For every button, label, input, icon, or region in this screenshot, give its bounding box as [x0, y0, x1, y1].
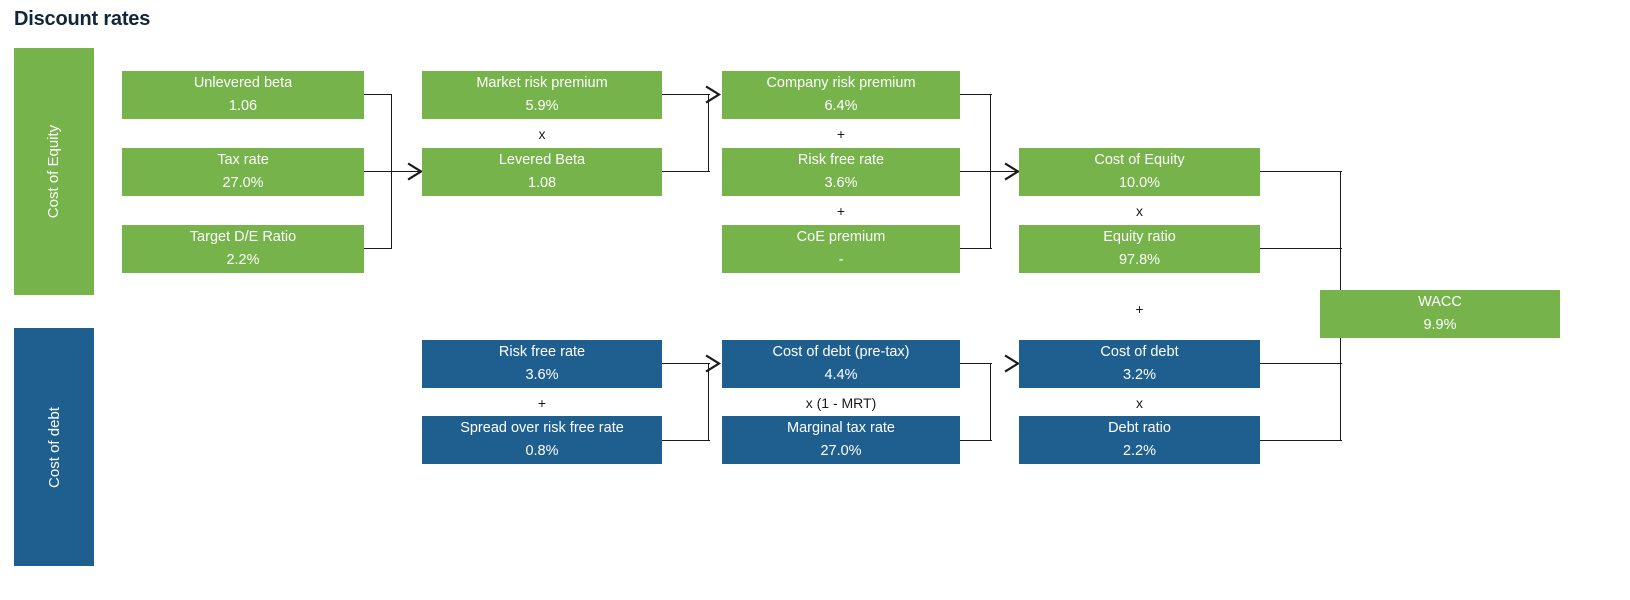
box-value: 9.9% — [1423, 317, 1457, 333]
box-value: 27.0% — [820, 443, 862, 459]
box-cost-of-debt[interactable]: Cost of debt 3.2% — [1019, 340, 1260, 388]
connector-line — [662, 171, 710, 173]
box-label: Market risk premium — [476, 74, 608, 91]
operator-equity-col4: x — [1136, 203, 1143, 219]
box-value: 0.8% — [525, 443, 559, 459]
connector-line — [990, 171, 1020, 173]
box-label: Unlevered beta — [193, 74, 293, 91]
operator-equity-col3-2: + — [836, 203, 846, 219]
connector-line — [364, 171, 392, 173]
box-risk-free-rate-debt[interactable]: Risk free rate 3.6% — [422, 340, 662, 388]
operator-debt-col3: x (1 - MRT) — [805, 395, 877, 411]
box-label: CoE premium — [796, 228, 886, 245]
box-unlevered-beta[interactable]: Unlevered beta 1.06 — [122, 71, 364, 119]
connector-line — [960, 94, 992, 96]
connector-line — [662, 94, 710, 96]
connector-line — [662, 440, 710, 442]
connector-line — [990, 363, 992, 441]
section-label-cost-of-equity: Cost of Equity — [45, 124, 63, 219]
box-label: Company risk premium — [766, 74, 916, 91]
box-value: 1.08 — [527, 175, 557, 191]
box-value: 3.6% — [824, 175, 858, 191]
arrow-to-company-risk-premium — [705, 85, 722, 104]
connector-line — [960, 440, 992, 442]
box-debt-ratio[interactable]: Debt ratio 2.2% — [1019, 416, 1260, 464]
box-value: - — [838, 252, 844, 268]
box-target-de-ratio[interactable]: Target D/E Ratio 2.2% — [122, 225, 364, 273]
box-levered-beta[interactable]: Levered Beta 1.08 — [422, 148, 662, 196]
box-label: Tax rate — [217, 151, 269, 168]
box-value: 6.4% — [824, 98, 858, 114]
section-bar-cost-of-debt: Cost of debt — [14, 328, 94, 566]
box-spread-over-risk-free-rate[interactable]: Spread over risk free rate 0.8% — [422, 416, 662, 464]
operator-combine-wacc: + — [1135, 301, 1144, 317]
box-value: 27.0% — [222, 175, 264, 191]
box-wacc[interactable]: WACC 9.9% — [1320, 290, 1560, 338]
connector-line — [1260, 363, 1342, 365]
box-value: 2.2% — [226, 252, 260, 268]
box-cost-of-equity[interactable]: Cost of Equity 10.0% — [1019, 148, 1260, 196]
box-label: Target D/E Ratio — [189, 228, 297, 245]
box-value: 3.6% — [525, 367, 559, 383]
connector-line — [364, 248, 392, 250]
section-bar-cost-of-equity: Cost of Equity — [14, 48, 94, 295]
connector-line — [960, 248, 992, 250]
box-label: WACC — [1418, 293, 1462, 310]
box-value: 4.4% — [824, 367, 858, 383]
box-label: Cost of Equity — [1094, 151, 1185, 168]
box-equity-ratio[interactable]: Equity ratio 97.8% — [1019, 225, 1260, 273]
operator-equity-col3-1: + — [836, 126, 846, 142]
box-company-risk-premium[interactable]: Company risk premium 6.4% — [722, 71, 960, 119]
operator-debt-col4: x — [1136, 395, 1143, 411]
connector-line — [1260, 171, 1342, 173]
box-marginal-tax-rate[interactable]: Marginal tax rate 27.0% — [722, 416, 960, 464]
box-label: Cost of debt — [1100, 343, 1179, 360]
box-cost-of-debt-pretax[interactable]: Cost of debt (pre-tax) 4.4% — [722, 340, 960, 388]
arrow-to-cost-of-debt — [1004, 354, 1021, 373]
connector-line — [708, 94, 710, 172]
operator-equity-col2: x — [538, 126, 546, 142]
operator-debt-col2: + — [537, 395, 547, 411]
box-label: Risk free rate — [797, 151, 885, 168]
box-label: Spread over risk free rate — [460, 419, 624, 436]
box-value: 2.2% — [1122, 443, 1157, 459]
section-label-cost-of-debt: Cost of debt — [45, 406, 63, 488]
box-label: Cost of debt (pre-tax) — [772, 343, 910, 360]
connector-line — [391, 171, 421, 173]
box-label: Debt ratio — [1108, 419, 1171, 436]
connector-line — [1260, 440, 1342, 442]
page-title: Discount rates — [14, 8, 151, 30]
box-tax-rate[interactable]: Tax rate 27.0% — [122, 148, 364, 196]
box-coe-premium[interactable]: CoE premium - — [722, 225, 960, 273]
box-value: 3.2% — [1122, 367, 1157, 383]
connector-line — [662, 363, 710, 365]
box-label: Risk free rate — [498, 343, 586, 360]
box-label: Equity ratio — [1103, 228, 1176, 245]
box-value: 10.0% — [1118, 175, 1161, 191]
box-label: Levered Beta — [498, 151, 586, 168]
arrow-to-cost-of-debt-pretax — [705, 354, 722, 373]
box-market-risk-premium[interactable]: Market risk premium 5.9% — [422, 71, 662, 119]
box-label: Marginal tax rate — [787, 419, 895, 436]
box-value: 97.8% — [1118, 252, 1161, 268]
box-value: 1.06 — [228, 98, 258, 114]
arrow-to-cost-of-equity — [1004, 162, 1021, 181]
connector-line — [364, 94, 392, 96]
connector-line — [960, 363, 992, 365]
box-value: 5.9% — [525, 98, 559, 114]
connector-line — [960, 171, 992, 173]
connector-line — [1260, 248, 1342, 250]
connector-line — [708, 363, 710, 441]
arrow-to-levered-beta — [407, 162, 424, 181]
box-risk-free-rate-equity[interactable]: Risk free rate 3.6% — [722, 148, 960, 196]
